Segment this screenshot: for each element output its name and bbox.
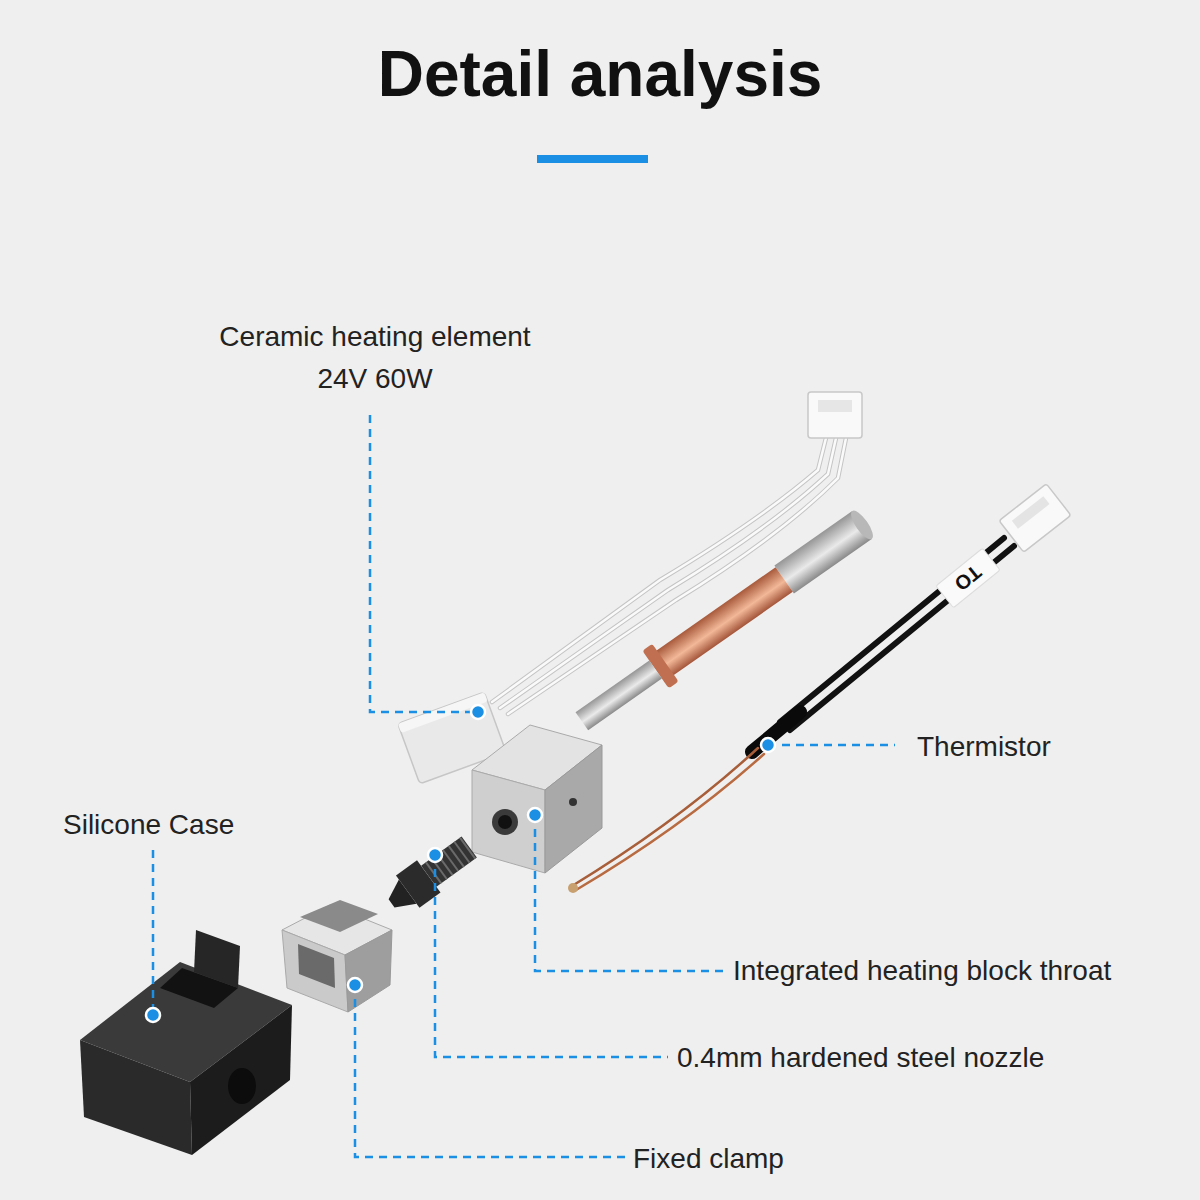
heater-connector [808,392,862,438]
callout-label: Integrated heating block throat [733,953,1111,989]
silicone-case [80,930,292,1155]
callout-label: Ceramic heating element 24V 60W [200,316,550,400]
callout-label: Thermistor [917,729,1051,765]
thermistor-wires [572,538,1014,890]
callout-label: Silicone Case [63,807,234,843]
callout-label: 0.4mm hardened steel nozzle [677,1040,1044,1076]
leader-dots [146,705,775,1022]
wire-tag-text: TO [940,552,995,604]
heater-block [472,725,602,873]
thermistor-bead [568,883,578,893]
thermistor-connector [999,484,1071,552]
callout-label: Fixed clamp [633,1141,784,1177]
wire-tag [936,548,1000,608]
fixed-clamp [282,900,392,1012]
page-title: Detail analysis [0,36,1200,112]
nozzle [380,831,481,920]
title-underline [537,155,648,163]
heatbreak-throat [569,503,880,740]
